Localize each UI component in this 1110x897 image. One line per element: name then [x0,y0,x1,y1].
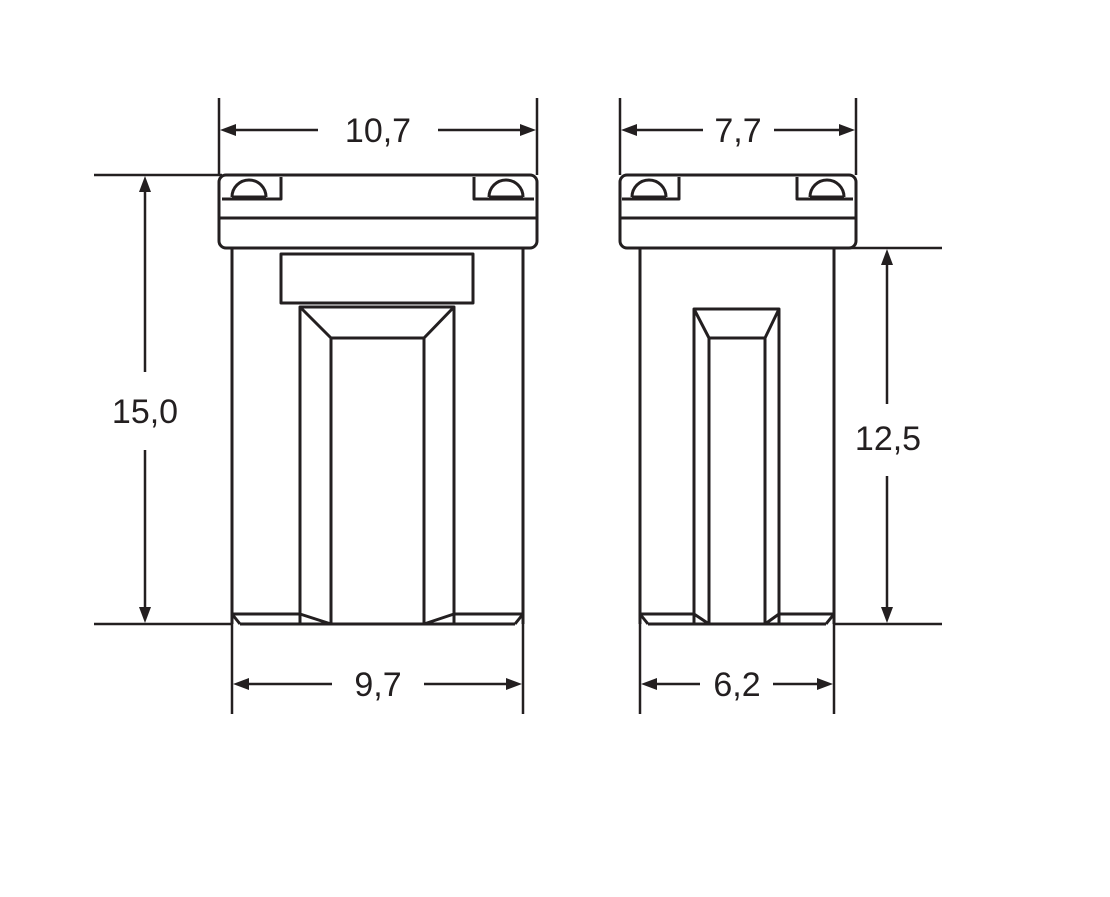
dim-label-side-bottom-width: 6,2 [713,666,760,704]
front-window [279,252,475,305]
dim-side-top-width: 7,7 [621,112,855,150]
dim-side-body-height: 12,5 [855,249,921,623]
side-blade [692,307,781,626]
front-blade [298,305,456,626]
side-right-tab [795,177,853,201]
side-view [618,173,858,626]
front-right-tab [472,177,534,201]
side-base [638,612,836,626]
dim-label-side-body-height: 12,5 [855,420,921,458]
dim-side-bottom-width: 6,2 [641,666,833,704]
front-head [217,173,539,250]
side-head [618,173,858,250]
dim-front-top-width: 10,7 [220,112,536,150]
dim-label-front-top-width: 10,7 [345,112,411,150]
dim-label-front-bottom-width: 9,7 [354,666,401,704]
extension-lines [94,98,942,714]
dim-label-side-top-width: 7,7 [714,112,761,150]
front-base [230,612,525,626]
dim-label-front-total-height: 15,0 [112,393,178,431]
dim-front-bottom-width: 9,7 [233,666,522,704]
side-left-tab [622,177,681,201]
front-view [217,173,539,626]
front-left-tab [222,177,283,201]
dim-front-total-height: 15,0 [112,176,178,623]
